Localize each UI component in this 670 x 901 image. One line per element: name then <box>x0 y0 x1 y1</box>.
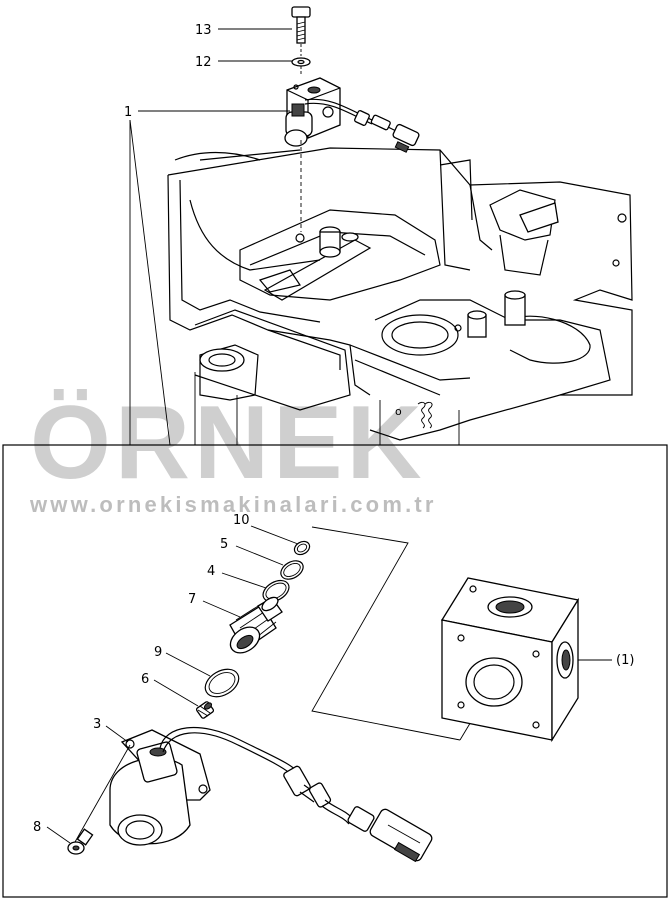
callout-6: 6 <box>141 672 149 687</box>
valve-block-small <box>284 44 420 232</box>
detail-frame <box>2 444 668 898</box>
watermark-url: www.ornekismakinalari.com.tr <box>29 492 437 517</box>
callout-13: 13 <box>195 23 212 38</box>
cartridge-valve-7 <box>229 596 283 654</box>
solenoid-3 <box>109 726 433 863</box>
o-ring-10 <box>293 540 311 556</box>
callout-5: 5 <box>220 537 228 552</box>
callout-8: 8 <box>33 820 41 835</box>
callout-block-1: (1) <box>616 653 634 668</box>
callout-4: 4 <box>207 564 215 579</box>
machine-frame-drawing: o <box>167 147 633 445</box>
watermark: ÖRNEK www.ornekismakinalari.com.tr <box>29 385 437 517</box>
watermark-brand: ÖRNEK <box>30 385 426 501</box>
assembly-boundary <box>311 526 461 741</box>
bolt-13 <box>291 6 311 44</box>
valve-block-1 <box>440 577 580 743</box>
screw-8 <box>67 828 94 855</box>
detail-leaders <box>46 525 612 844</box>
callout-12: 12 <box>195 55 212 70</box>
o-ring-5 <box>280 560 304 580</box>
callout-1: 1 <box>124 105 132 120</box>
o-ring-4 <box>262 579 290 603</box>
washer-12 <box>291 57 311 67</box>
callout-3: 3 <box>93 717 101 732</box>
callout-10: 10 <box>233 513 250 528</box>
callout-labels: 13 12 1 10 5 4 7 9 6 3 8 (1) <box>33 23 634 835</box>
o-ring-9 <box>204 668 240 698</box>
plug-6 <box>195 701 215 719</box>
callout-7: 7 <box>188 592 196 607</box>
callout-9: 9 <box>154 645 162 660</box>
upper-leaders <box>129 28 292 446</box>
valve-assembly-top <box>284 6 420 232</box>
svg-text:o: o <box>395 405 402 418</box>
